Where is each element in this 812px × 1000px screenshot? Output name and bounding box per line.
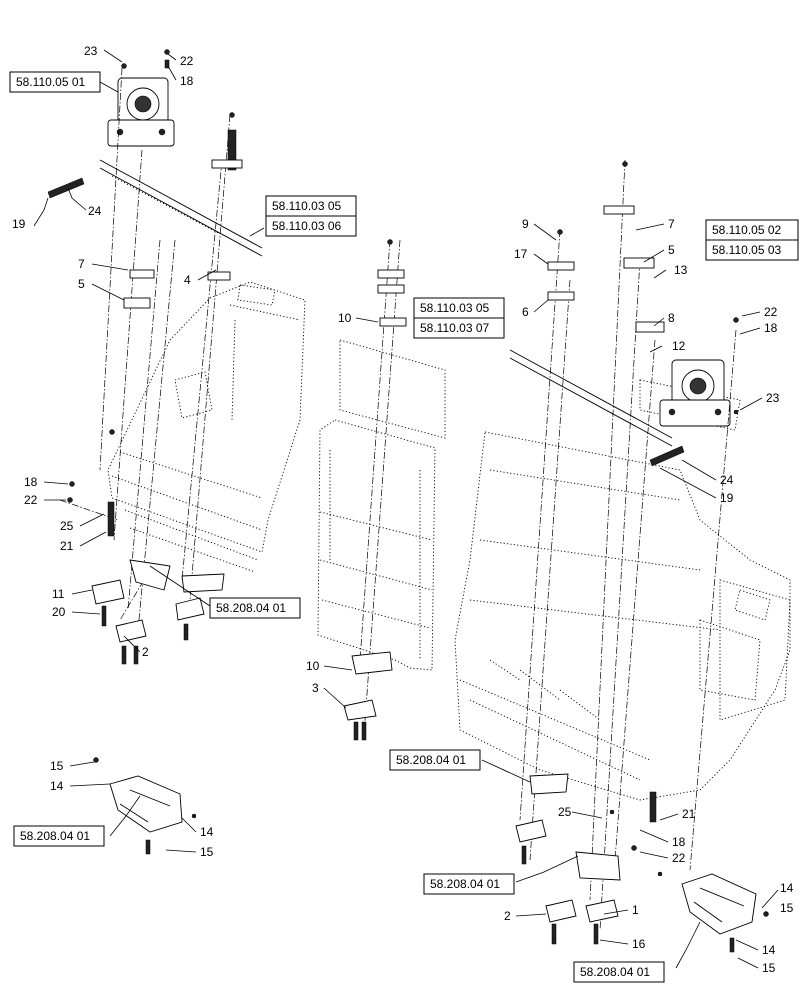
callout-19: 19 — [12, 217, 26, 231]
callout-5: 5 — [78, 277, 85, 291]
ref-box[interactable]: 58.208.04 01 — [389, 749, 481, 771]
callout-21: 21 — [682, 807, 696, 821]
right-bearing-housing — [659, 359, 731, 427]
ref-box[interactable]: 58.110.05 03 — [705, 239, 799, 261]
callout-5: 5 — [668, 243, 675, 257]
callout-25: 25 — [60, 519, 74, 533]
left-side-panel — [107, 281, 306, 573]
callout-10: 10 — [306, 659, 320, 673]
svg-text:58.110.05 02: 58.110.05 02 — [712, 223, 782, 237]
callout-15: 15 — [762, 961, 776, 975]
svg-text:58.110.05 01: 58.110.05 01 — [16, 75, 86, 89]
svg-text:58.208.04 01: 58.208.04 01 — [216, 601, 286, 615]
ref-box[interactable]: 58.208.04 01 — [209, 597, 301, 619]
ref-box[interactable]: 58.110.05 02 — [705, 219, 799, 241]
callout-3: 3 — [312, 681, 319, 695]
ref-box[interactable]: 58.110.03 07 — [413, 317, 505, 339]
callout-20: 20 — [52, 605, 66, 619]
callout-2: 2 — [504, 909, 511, 923]
callout-17: 17 — [514, 247, 528, 261]
callout-11: 11 — [52, 587, 65, 601]
callout-25: 25 — [558, 805, 572, 819]
callout-7: 7 — [78, 257, 85, 271]
left-knife-bar — [99, 159, 263, 257]
right-guides — [515, 773, 621, 945]
svg-text:58.208.04 01: 58.208.04 01 — [580, 965, 650, 979]
callout-23: 23 — [84, 44, 98, 58]
svg-text:58.110.03 07: 58.110.03 07 — [420, 321, 490, 335]
callout-1: 1 — [632, 903, 639, 917]
callout-14: 14 — [200, 825, 214, 839]
callout-2: 2 — [142, 645, 149, 659]
callout-6: 6 — [522, 305, 529, 319]
middle-panel — [317, 339, 446, 671]
callout-22: 22 — [24, 493, 38, 507]
svg-text:58.110.05 03: 58.110.05 03 — [712, 243, 782, 257]
callout-12: 12 — [672, 339, 686, 353]
right-knife-bar — [509, 349, 673, 447]
ref-box[interactable]: 58.208.04 01 — [573, 961, 665, 983]
callout-18: 18 — [672, 835, 686, 849]
svg-text:58.110.03 05: 58.110.03 05 — [420, 301, 490, 315]
ref-box[interactable]: 58.110.03 05 — [265, 195, 357, 217]
svg-text:58.110.03 05: 58.110.03 05 — [272, 199, 342, 213]
assembly-center-lines — [59, 67, 737, 931]
right-mount-bracket — [657, 871, 769, 953]
callouts: 23 22 18 19 24 7 5 4 18 22 25 21 11 20 2… — [12, 44, 794, 975]
ref-box[interactable]: 58.208.04 01 — [423, 873, 515, 895]
callout-22: 22 — [764, 305, 778, 319]
callout-18: 18 — [180, 74, 194, 88]
reference-boxes: 58.110.05 01 58.110.03 05 58.110.03 06 5… — [9, 71, 799, 983]
ref-box[interactable]: 58.110.03 05 — [413, 297, 505, 319]
ref-box[interactable]: 58.208.04 01 — [13, 825, 105, 847]
callout-16: 16 — [632, 937, 646, 951]
callout-14: 14 — [50, 779, 64, 793]
callout-14: 14 — [762, 943, 776, 957]
svg-text:58.208.04 01: 58.208.04 01 — [396, 753, 466, 767]
svg-text:58.208.04 01: 58.208.04 01 — [430, 877, 500, 891]
callout-7: 7 — [668, 217, 675, 231]
leader-lines — [33, 49, 779, 969]
callout-4: 4 — [184, 273, 191, 287]
right-main-frame — [454, 379, 791, 801]
callout-24: 24 — [88, 204, 102, 218]
callout-18: 18 — [24, 475, 38, 489]
callout-23: 23 — [766, 391, 780, 405]
callout-22: 22 — [180, 54, 194, 68]
middle-guides — [343, 651, 393, 741]
left-mount-bracket — [93, 757, 197, 855]
callout-15: 15 — [50, 759, 64, 773]
callout-21: 21 — [60, 539, 74, 553]
left-bearing-housing — [107, 77, 175, 147]
callout-15: 15 — [780, 901, 794, 915]
callout-8: 8 — [668, 311, 675, 325]
callout-10: 10 — [338, 311, 352, 325]
svg-text:58.110.03 06: 58.110.03 06 — [272, 219, 342, 233]
left-guides — [91, 559, 225, 665]
callout-24: 24 — [720, 473, 734, 487]
callout-9: 9 — [522, 217, 529, 231]
svg-text:58.208.04 01: 58.208.04 01 — [20, 829, 90, 843]
callout-22: 22 — [672, 851, 686, 865]
hardware-fasteners — [47, 49, 739, 851]
callout-18: 18 — [764, 321, 778, 335]
ref-box[interactable]: 58.110.03 06 — [265, 215, 357, 237]
callout-13: 13 — [674, 263, 688, 277]
callout-19: 19 — [720, 491, 734, 505]
callout-15: 15 — [200, 845, 214, 859]
callout-14: 14 — [780, 881, 794, 895]
ref-box[interactable]: 58.110.05 01 — [9, 71, 101, 93]
